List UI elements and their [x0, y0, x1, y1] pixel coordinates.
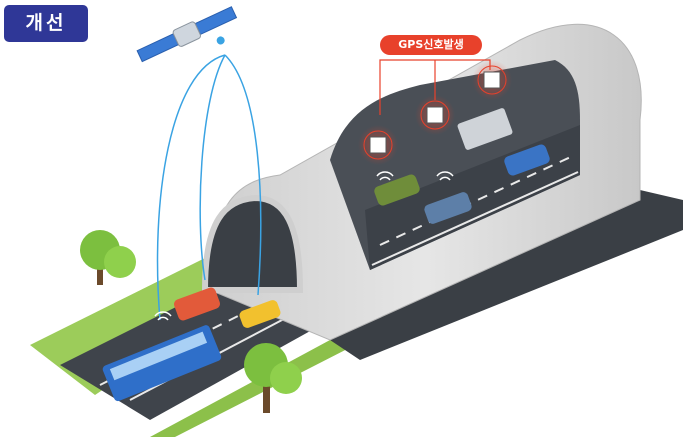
tunnel-entrance	[201, 194, 304, 293]
gps-signal-label: GPS신호발생	[380, 35, 482, 55]
car-blue-2	[504, 144, 550, 176]
signal-line	[224, 54, 262, 296]
bus	[102, 325, 222, 402]
ground-right	[330, 190, 683, 360]
car-blue	[424, 192, 472, 224]
car-green	[374, 174, 420, 206]
signal-line	[156, 54, 226, 321]
grass-front	[150, 340, 355, 437]
wifi-signal-icon	[154, 311, 172, 321]
status-badge: 개선	[4, 5, 88, 42]
satellite-icon	[136, 6, 238, 63]
gps-repeater-icon	[415, 95, 455, 135]
gps-repeater-icon	[472, 60, 512, 100]
gps-repeater-icon	[358, 125, 398, 165]
wifi-signal-icon	[436, 171, 454, 181]
tree-icon	[80, 230, 136, 285]
tree-icon	[244, 343, 302, 413]
signal-line	[199, 54, 226, 281]
wifi-signal-icon	[376, 171, 394, 181]
truck	[457, 108, 513, 150]
car-red	[173, 287, 221, 321]
car-yellow	[239, 300, 281, 328]
